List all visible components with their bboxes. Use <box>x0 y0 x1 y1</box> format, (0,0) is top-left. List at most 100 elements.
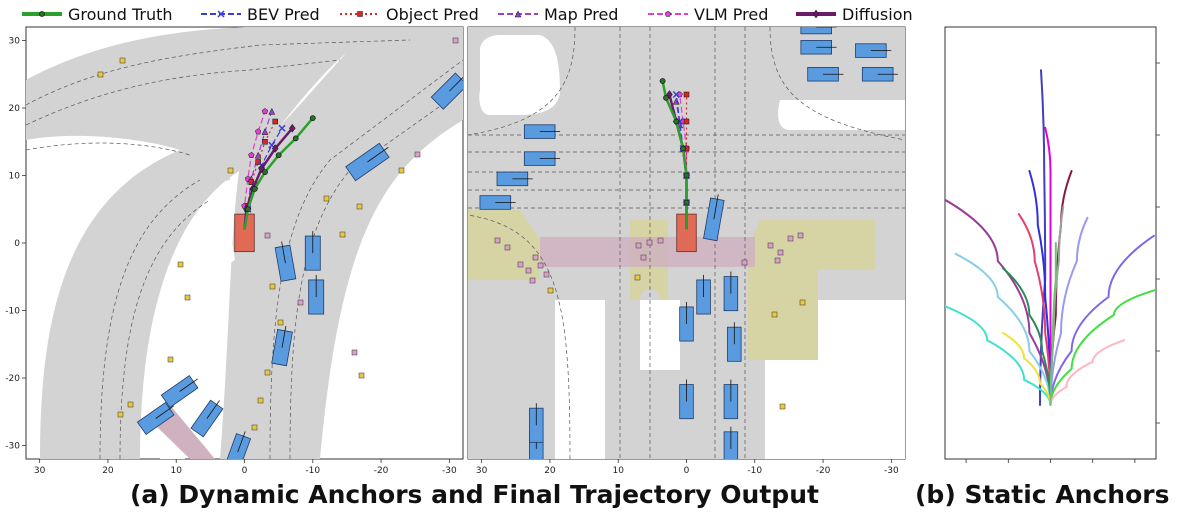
road-left-3 <box>150 160 230 215</box>
anchor-line <box>1049 339 1126 406</box>
vehicle-heading <box>237 431 246 453</box>
anchor-line <box>1049 234 1155 406</box>
vehicle-heading <box>449 75 463 92</box>
trajectory-point <box>672 90 680 99</box>
legend-label: Map Pred <box>544 5 618 24</box>
x-tick-label: 0 <box>684 466 690 476</box>
anchor-line <box>1017 213 1052 406</box>
anchor-line <box>1049 216 1089 406</box>
trajectory-point <box>251 186 258 192</box>
trajectory-point <box>292 135 299 142</box>
legend-label: Ground Truth <box>68 5 173 24</box>
legend-label: VLM Pred <box>694 5 768 24</box>
agents-left <box>97 37 459 431</box>
caption-a: (a) Dynamic Anchors and Final Trajectory… <box>130 480 819 509</box>
trajectory-point <box>659 78 666 84</box>
agents-middle <box>494 232 806 410</box>
vehicles-middle <box>479 27 899 459</box>
legend-marker <box>217 10 225 18</box>
vehicle-box <box>271 325 293 367</box>
ego-box <box>234 213 255 253</box>
trajectory-point <box>262 139 268 145</box>
vehicle-box <box>136 401 175 436</box>
x-tick-label: 20 <box>544 466 556 476</box>
y-tick-label: 10 <box>9 172 21 182</box>
vehicle-box <box>696 274 711 315</box>
anchors-right <box>945 69 1156 406</box>
trajectory-point <box>255 159 261 165</box>
legend-label: Diffusion <box>842 5 913 24</box>
x-tick-label: -20 <box>816 466 831 476</box>
vehicle-box <box>855 43 892 58</box>
anchor-line <box>1002 332 1052 406</box>
vehicle-heading <box>281 325 287 348</box>
vehicle-box <box>479 195 516 210</box>
y-tick-label: -30 <box>5 442 20 452</box>
y-tick-label: 0 <box>14 239 20 249</box>
trajectory-point <box>309 115 316 122</box>
vehicle-box <box>723 271 739 312</box>
x-tick-label: 10 <box>612 466 624 476</box>
x-tick-label: -30 <box>442 466 457 476</box>
vehicle-box <box>727 322 742 362</box>
island-right <box>778 100 905 130</box>
x-tick-label: 20 <box>102 466 114 476</box>
anchor-line <box>1002 267 1052 406</box>
anchor-line <box>1049 288 1156 406</box>
vehicle-box <box>679 301 694 342</box>
vehicle-box <box>723 379 739 420</box>
trajectory-point <box>271 144 279 153</box>
trajectory-point <box>683 118 690 125</box>
trajectory-point <box>272 118 278 125</box>
vehicle-heading <box>281 241 286 264</box>
trajectory-point <box>262 169 268 176</box>
trajectory-point <box>261 108 269 115</box>
legend-marker <box>812 9 820 19</box>
island-bottom-1 <box>555 300 605 459</box>
vehicle-heading <box>179 378 198 392</box>
vehicle-box <box>800 40 837 55</box>
trajectory-point <box>663 94 669 101</box>
legend-label: Object Pred <box>386 5 479 24</box>
vehicle-heading <box>713 194 719 220</box>
road-left <box>26 27 380 459</box>
vehicle-box <box>523 124 561 139</box>
vehicle-box <box>190 399 224 438</box>
vehicle-box <box>800 27 837 35</box>
vehicle-box <box>308 274 325 315</box>
trajectory-point <box>268 107 276 115</box>
trajectory-point <box>278 124 286 132</box>
trajectory-point <box>254 151 262 159</box>
ticks-right <box>965 62 1160 463</box>
vehicle-box <box>723 426 739 459</box>
vehicle-box <box>304 231 321 271</box>
trajectories-left <box>241 107 316 230</box>
y-tick-label: 20 <box>9 104 21 114</box>
trajectory-point <box>683 91 690 98</box>
anchor-line <box>1028 170 1052 406</box>
x-tick-label: -10 <box>305 466 320 476</box>
x-tick-label: 30 <box>34 466 46 476</box>
x-tick-label: -30 <box>884 466 899 476</box>
trajectory-point <box>680 145 686 152</box>
vehicle-box <box>703 194 725 242</box>
anchor-line <box>945 198 1052 406</box>
trajectories-middle <box>659 78 691 230</box>
vehicles-left <box>136 72 463 459</box>
trajectory-point <box>248 151 255 158</box>
ego-vehicle-left <box>234 213 255 253</box>
vehicle-heading <box>206 400 220 419</box>
trajectory-point <box>275 152 282 159</box>
vehicle-box <box>345 142 390 182</box>
y-tick-label: -10 <box>5 307 20 317</box>
trajectory-point <box>248 179 255 185</box>
anchor-line <box>1049 242 1057 406</box>
trajectory-point <box>673 118 680 125</box>
vehicle-box <box>529 403 544 443</box>
x-tick-label: 0 <box>242 466 248 476</box>
x-tick-label: 30 <box>476 466 488 476</box>
